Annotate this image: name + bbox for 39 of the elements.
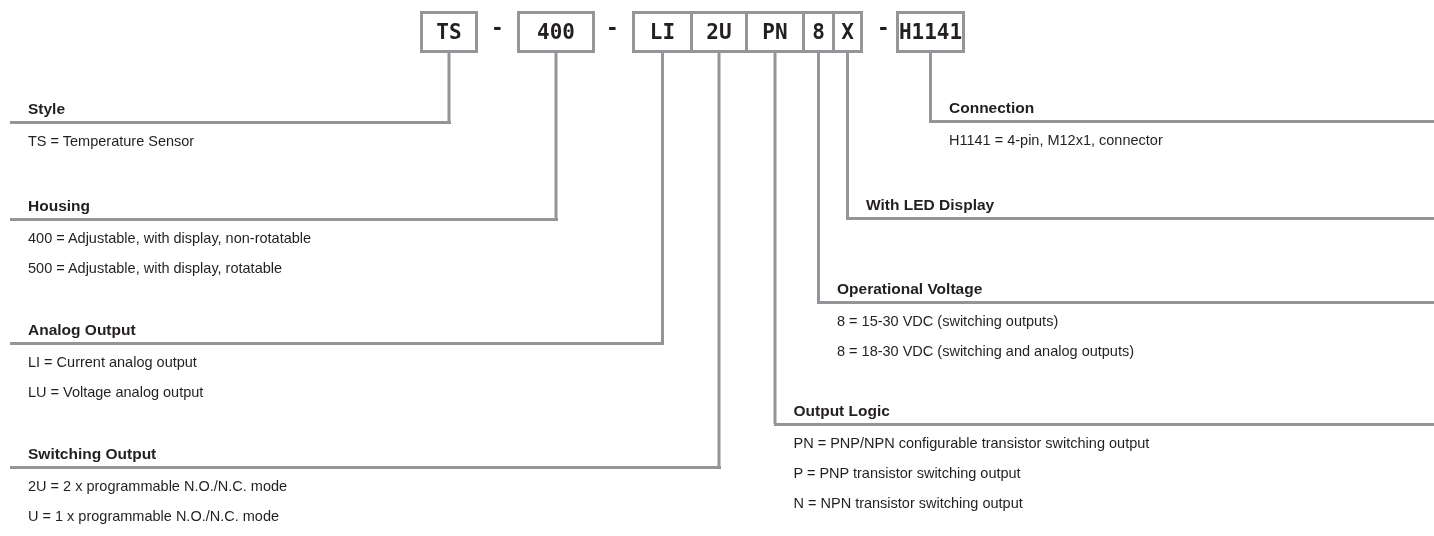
leader-line (929, 53, 932, 121)
option-description: N = NPN transistor switching output (793, 496, 1024, 511)
leader-line (846, 53, 849, 218)
option-description: LI = Current analog output (28, 355, 198, 370)
section-heading: Analog Output (28, 320, 136, 339)
code-segment: 400 (517, 11, 595, 53)
leader-line (554, 53, 558, 219)
option-description: H1141 = 4-pin, M12x1, connector (949, 133, 1163, 148)
section-heading: Output Logic (793, 401, 890, 420)
section-heading: Style (28, 99, 66, 118)
option-description: 8 = 18-30 VDC (switching and analog outputs) (837, 344, 1135, 359)
section-heading: With LED Display (866, 195, 995, 214)
leader-line (661, 53, 664, 343)
leader-line (773, 53, 777, 424)
option-description: PN = PNP/NPN configurable transistor switching output (793, 436, 1150, 451)
separator-dash: - (877, 16, 890, 40)
option-description: 8 = 15-30 VDC (switching outputs) (837, 314, 1060, 329)
leader-line (817, 53, 820, 302)
option-description: 500 = Adjustable, with display, rotatable (28, 261, 284, 276)
option-description: 2U = 2 x programmable N.O./N.C. mode (28, 479, 288, 494)
option-description: LU = Voltage analog output (28, 385, 204, 400)
option-description: 400 = Adjustable, with display, non-rotatable (28, 231, 312, 246)
leader-line (717, 53, 721, 467)
code-segment: 2U (690, 11, 748, 53)
code-segment: H1141 (896, 11, 965, 53)
code-segment: PN (745, 11, 805, 53)
separator-dash: - (491, 16, 504, 40)
section-heading: Housing (28, 196, 90, 215)
code-segment: LI (632, 11, 693, 53)
code-segment: TS (420, 11, 478, 53)
section-heading: Connection (949, 98, 1035, 117)
option-description: TS = Temperature Sensor (28, 134, 195, 149)
option-description: U = 1 x programmable N.O./N.C. mode (28, 509, 281, 524)
separator-dash: - (606, 16, 619, 40)
section-heading: Switching Output (28, 444, 157, 463)
leader-line (447, 53, 451, 122)
section-heading: Operational Voltage (837, 279, 983, 298)
option-description: P = PNP transistor switching output (793, 466, 1022, 481)
code-segment: X (832, 11, 863, 53)
